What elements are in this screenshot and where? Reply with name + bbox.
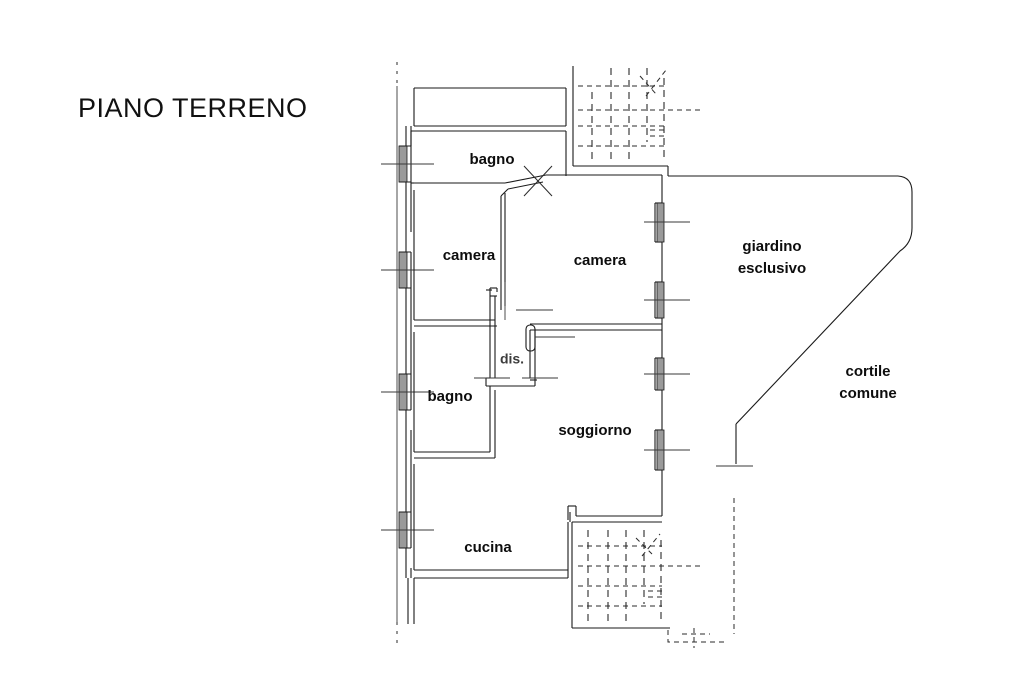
room-outline-bagno-bottom	[413, 332, 496, 459]
room-label-camera-right: camera	[574, 252, 627, 269]
room-outline-camera-left	[413, 190, 497, 327]
door-opening-markers	[474, 282, 575, 379]
upper-block-outline	[413, 87, 567, 127]
room-outline-cucina	[407, 464, 569, 624]
window-right-1	[644, 202, 690, 243]
area-label-cortile-line2: comune	[839, 385, 897, 402]
diagonal-wall-entrance	[500, 174, 547, 310]
room-label-soggiorno: soggiorno	[558, 422, 631, 439]
stair-grid-top	[572, 66, 700, 176]
exterior-wall-left	[405, 126, 412, 578]
room-label-bagno-top: bagno	[470, 151, 515, 168]
window-left-4	[381, 511, 434, 549]
window-left-1	[381, 145, 434, 183]
room-label-camera-left: camera	[443, 247, 496, 264]
page-title: PIANO TERRENO	[78, 93, 308, 123]
window-left-2	[381, 251, 434, 289]
window-left-3	[381, 373, 434, 411]
room-outline-disimpegno	[485, 287, 537, 387]
window-right-3	[644, 357, 690, 391]
area-label-cortile-line1: cortile	[845, 363, 890, 380]
garden-boundary	[668, 175, 913, 464]
room-outline-bagno-top	[410, 130, 567, 184]
room-label-group: bagno camera camera dis. bagno soggiorno…	[428, 151, 632, 556]
room-label-disimpegno: dis.	[500, 351, 524, 367]
window-right-2	[644, 281, 690, 319]
room-label-bagno-bottom: bagno	[428, 388, 473, 405]
area-label-giardino-line1: giardino	[742, 238, 801, 255]
outdoor-label-group: giardino esclusivo cortile comune	[738, 238, 897, 402]
window-right-4	[644, 429, 690, 471]
room-label-cucina: cucina	[464, 539, 512, 556]
door-marker-entrance	[523, 165, 553, 197]
stair-grid-bottom	[571, 521, 728, 648]
area-label-giardino-line2: esclusivo	[738, 260, 806, 277]
cortile-boundary-mark	[716, 465, 753, 634]
